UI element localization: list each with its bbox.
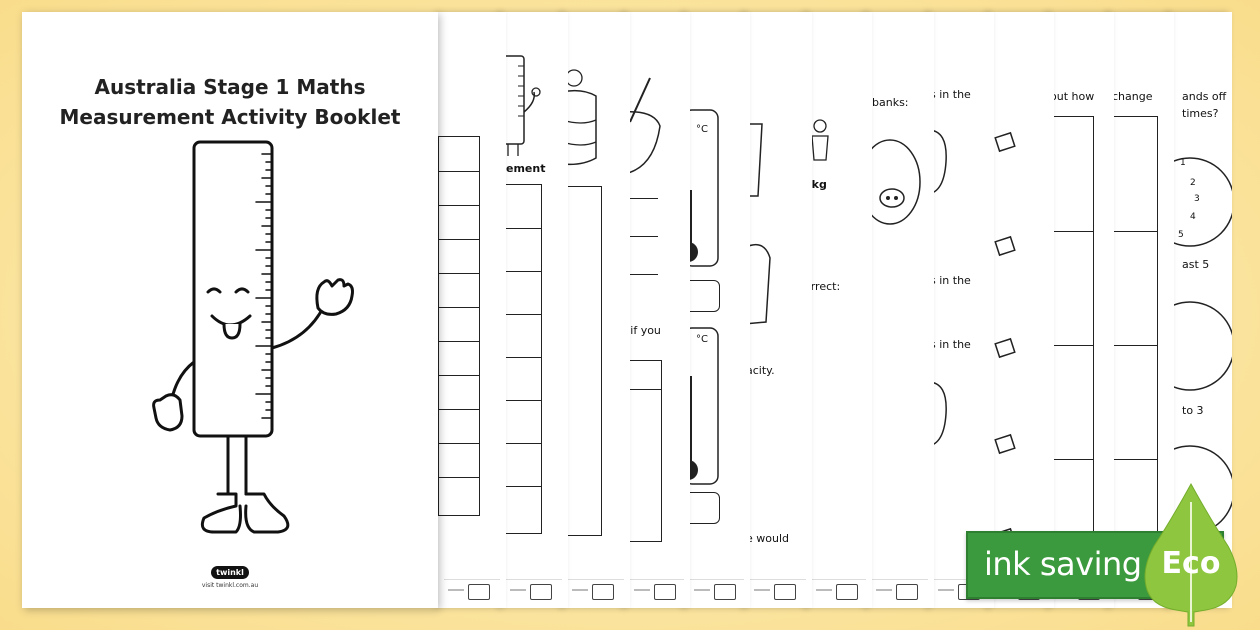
twinkl-url: visit twinkl.com.au — [201, 582, 259, 589]
clock-face — [1168, 301, 1232, 391]
page-text: °C — [696, 124, 708, 135]
ruler-character-icon — [501, 55, 541, 156]
clock-number: 1 — [1180, 158, 1186, 168]
clock-face — [1168, 445, 1232, 532]
leaf-droplet-icon — [1144, 482, 1238, 627]
booklet-page-6: acity. e would — [744, 12, 812, 608]
piggy-bank-icon — [928, 381, 947, 447]
page-text: acity. — [746, 364, 775, 377]
booklet-page-8: banks: — [866, 12, 934, 608]
page-text: banks: — [872, 96, 909, 109]
booklet-page-3 — [562, 12, 630, 608]
page-text: s in the — [930, 274, 971, 287]
page-text: e if you — [624, 324, 661, 337]
booklet-page-1 — [438, 12, 506, 608]
page-text: ast 5 — [1182, 258, 1210, 271]
cover-page: Australia Stage 1 Maths Measurement Acti… — [22, 12, 438, 608]
page-text: s in the — [930, 88, 971, 101]
piggy-bank-icon — [928, 129, 947, 195]
page-text: to 3 — [1182, 404, 1204, 417]
booklet-page-9: s in the s in the s in the — [928, 12, 994, 608]
answer-box — [684, 492, 720, 524]
booklet-page-5: °C °C — [684, 12, 750, 608]
page-text: °C — [696, 334, 708, 345]
twinkl-logo — [592, 584, 614, 600]
page-text: orrect: — [806, 280, 841, 293]
scale-label-icon — [994, 433, 1016, 455]
ruler-character-illustration — [152, 140, 354, 534]
thermometer-icon — [684, 327, 719, 485]
answer-boxes — [1052, 116, 1094, 546]
page-text: e would — [746, 532, 790, 545]
booklet-page-4: e if you — [624, 12, 690, 608]
bucket-icon — [744, 123, 763, 197]
twinkl-logo — [468, 584, 490, 600]
eco-label: Eco — [1161, 546, 1221, 581]
twinkl-logo — [714, 584, 736, 600]
twinkl-logo: twinkl — [211, 566, 249, 579]
twinkl-footer: twinkl visit twinkl.com.au — [22, 560, 438, 589]
page-text: ands off — [1182, 90, 1227, 103]
piggy-bank-icon — [866, 139, 921, 225]
answer-box — [684, 280, 720, 312]
eco-droplet: Eco — [1140, 482, 1242, 628]
builder-figure-icon — [811, 119, 829, 161]
page-text: times? — [1182, 107, 1219, 120]
page-text: change — [1112, 90, 1153, 103]
page-text: s in the — [930, 338, 971, 351]
twinkl-logo — [530, 584, 552, 600]
twinkl-logo — [836, 584, 858, 600]
clock-number: 3 — [1194, 194, 1200, 204]
answer-boxes — [438, 136, 480, 516]
clock-number: 4 — [1190, 212, 1196, 222]
scale-label-icon — [994, 235, 1016, 257]
booklet-page-11: out how — [1048, 12, 1114, 608]
booklet-page-7: 0kg orrect: — [806, 12, 872, 608]
scale-label-icon — [994, 337, 1016, 359]
mixing-bowl-icon — [624, 77, 661, 175]
clock-number: 5 — [1178, 230, 1184, 240]
clock-face — [1168, 157, 1232, 247]
page-text: ement — [506, 162, 546, 175]
booklet-page-2: ement — [500, 12, 568, 608]
twinkl-logo — [896, 584, 918, 600]
answer-box — [562, 186, 602, 536]
cover-title-line-1: Australia Stage 1 Maths — [94, 75, 366, 99]
twinkl-logo — [774, 584, 796, 600]
page-text: out how — [1050, 90, 1095, 103]
scale-label-icon — [994, 131, 1016, 153]
twinkl-logo — [654, 584, 676, 600]
booklet-page-10 — [988, 12, 1054, 608]
cover-title: Australia Stage 1 Maths Measurement Acti… — [22, 72, 438, 132]
ink-saving-label: ink saving — [984, 545, 1142, 583]
cake-icon — [562, 69, 597, 166]
cover-title-line-2: Measurement Activity Booklet — [59, 105, 401, 129]
answer-boxes — [500, 184, 542, 534]
clock-number: 2 — [1190, 178, 1196, 188]
